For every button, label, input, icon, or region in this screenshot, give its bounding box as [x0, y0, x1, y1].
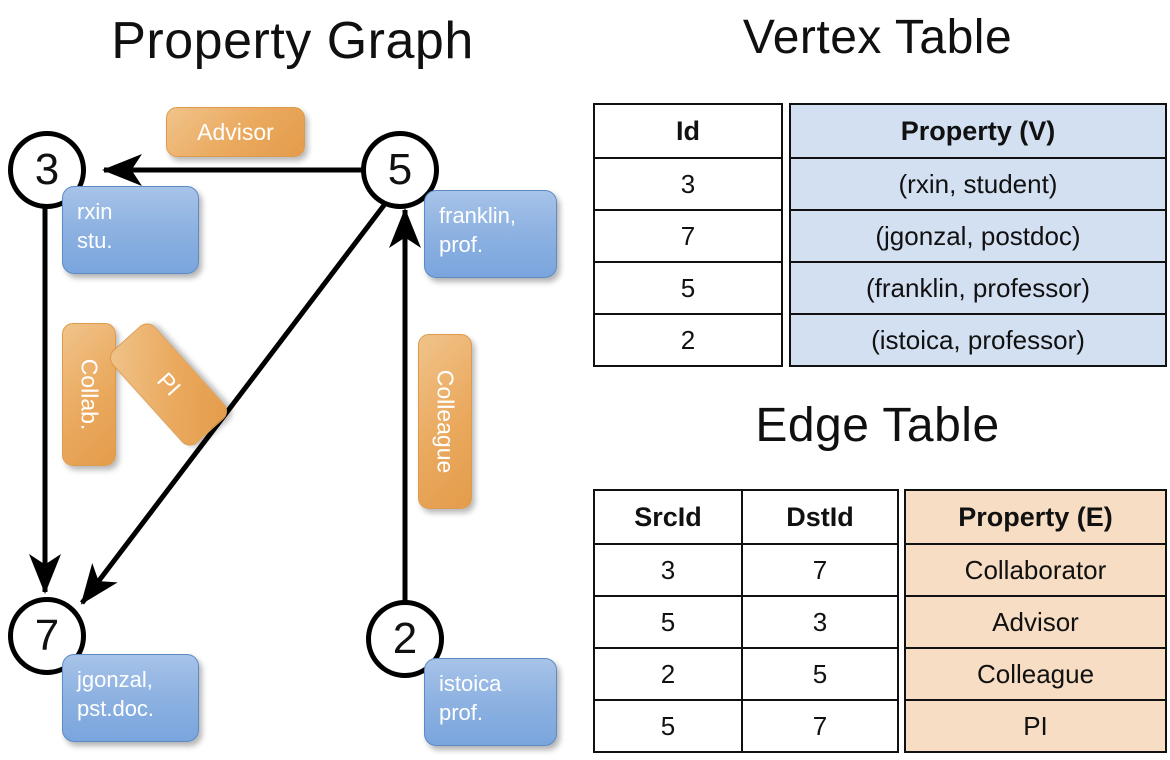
- graph-node-2-label: 2: [392, 614, 418, 663]
- edge-label-pi-text: PI: [151, 367, 186, 401]
- vertex-table-cell-id: 7: [593, 209, 783, 263]
- vertex-table-header-property: Property (V): [789, 103, 1167, 159]
- edge-table-cell-property: Collaborator: [904, 543, 1167, 597]
- graph-node-5-label: 5: [387, 145, 413, 194]
- graph-node-7-property-box[interactable]: jgonzal, pst.doc.: [62, 654, 199, 742]
- edge-table-header-dstid: DstId: [741, 489, 899, 545]
- edge-table-cell-property: Colleague: [904, 647, 1167, 701]
- graph-node-2-property-box[interactable]: istoica prof.: [424, 658, 557, 746]
- edge-table-header-srcid: SrcId: [593, 489, 743, 545]
- graph-node-3-property-line-1: rxin: [77, 199, 113, 224]
- edge-label-collab[interactable]: Collab.: [62, 323, 116, 466]
- edge-table-cell-dstid: 7: [741, 699, 899, 753]
- graph-node-7-property-line-1: jgonzal,: [77, 667, 153, 692]
- graph-node-5[interactable]: 5: [361, 131, 439, 209]
- edge-label-colleague-text: Colleague: [432, 369, 459, 474]
- edge-label-advisor[interactable]: Advisor: [166, 107, 305, 157]
- edge-table-cell-srcid: 2: [593, 647, 743, 701]
- edge-label-colleague[interactable]: Colleague: [418, 334, 472, 509]
- edge-table-cell-dstid: 7: [741, 543, 899, 597]
- graph-edge-arrows: [29, 154, 421, 610]
- edge-table-header-property: Property (E): [904, 489, 1167, 545]
- vertex-table-header-id: Id: [593, 103, 783, 159]
- vertex-table: Id Property (V) 3 (rxin, student) 7 (jgo…: [593, 103, 1167, 371]
- edge-arrow-5-to-7: [80, 194, 393, 605]
- edge-label-collab-text: Collab.: [76, 358, 103, 431]
- vertex-table-cell-id: 5: [593, 261, 783, 315]
- vertex-table-cell-id: 2: [593, 313, 783, 367]
- edge-table-cell-dstid: 3: [741, 595, 899, 649]
- vertex-table-cell-property: (istoica, professor): [789, 313, 1167, 367]
- graph-node-7-property-line-2: pst.doc.: [77, 696, 155, 721]
- edge-table-cell-srcid: 3: [593, 543, 743, 597]
- graph-node-5-property-line-2: prof.: [439, 232, 484, 257]
- edge-table-cell-property: PI: [904, 699, 1167, 753]
- edge-table-cell-srcid: 5: [593, 699, 743, 753]
- graph-node-2-property-line-2: prof.: [439, 700, 484, 725]
- graph-node-3-property-line-2: stu.: [77, 228, 113, 253]
- graph-node-3-label: 3: [34, 145, 60, 194]
- graph-node-5-property-box[interactable]: franklin, prof.: [424, 190, 557, 278]
- page-title-property-graph: Property Graph: [111, 12, 474, 70]
- edge-table: SrcId DstId Property (E) 3 7 Collaborato…: [593, 489, 1167, 758]
- graph-node-2[interactable]: 2: [366, 600, 444, 678]
- property-graph-diagram: 3 5 7 2 rxin stu. franklin, prof. jgonza…: [8, 107, 557, 746]
- edge-table-cell-srcid: 5: [593, 595, 743, 649]
- graph-node-3-property-box[interactable]: rxin stu.: [62, 186, 199, 274]
- edge-label-advisor-text: Advisor: [197, 118, 274, 145]
- graph-node-5-property-line-1: franklin,: [439, 203, 517, 228]
- vertex-table-cell-property: (franklin, professor): [789, 261, 1167, 315]
- edge-table-cell-property: Advisor: [904, 595, 1167, 649]
- vertex-table-cell-property: (jgonzal, postdoc): [789, 209, 1167, 263]
- page-title-edge-table: Edge Table: [755, 399, 1000, 452]
- edge-table-cell-dstid: 5: [741, 647, 899, 701]
- vertex-table-cell-id: 3: [593, 157, 783, 211]
- graph-node-2-property-line-1: istoica: [439, 671, 502, 696]
- page-title-vertex-table: Vertex Table: [742, 11, 1013, 64]
- graph-node-7-label: 7: [34, 611, 60, 660]
- vertex-table-cell-property: (rxin, student): [789, 157, 1167, 211]
